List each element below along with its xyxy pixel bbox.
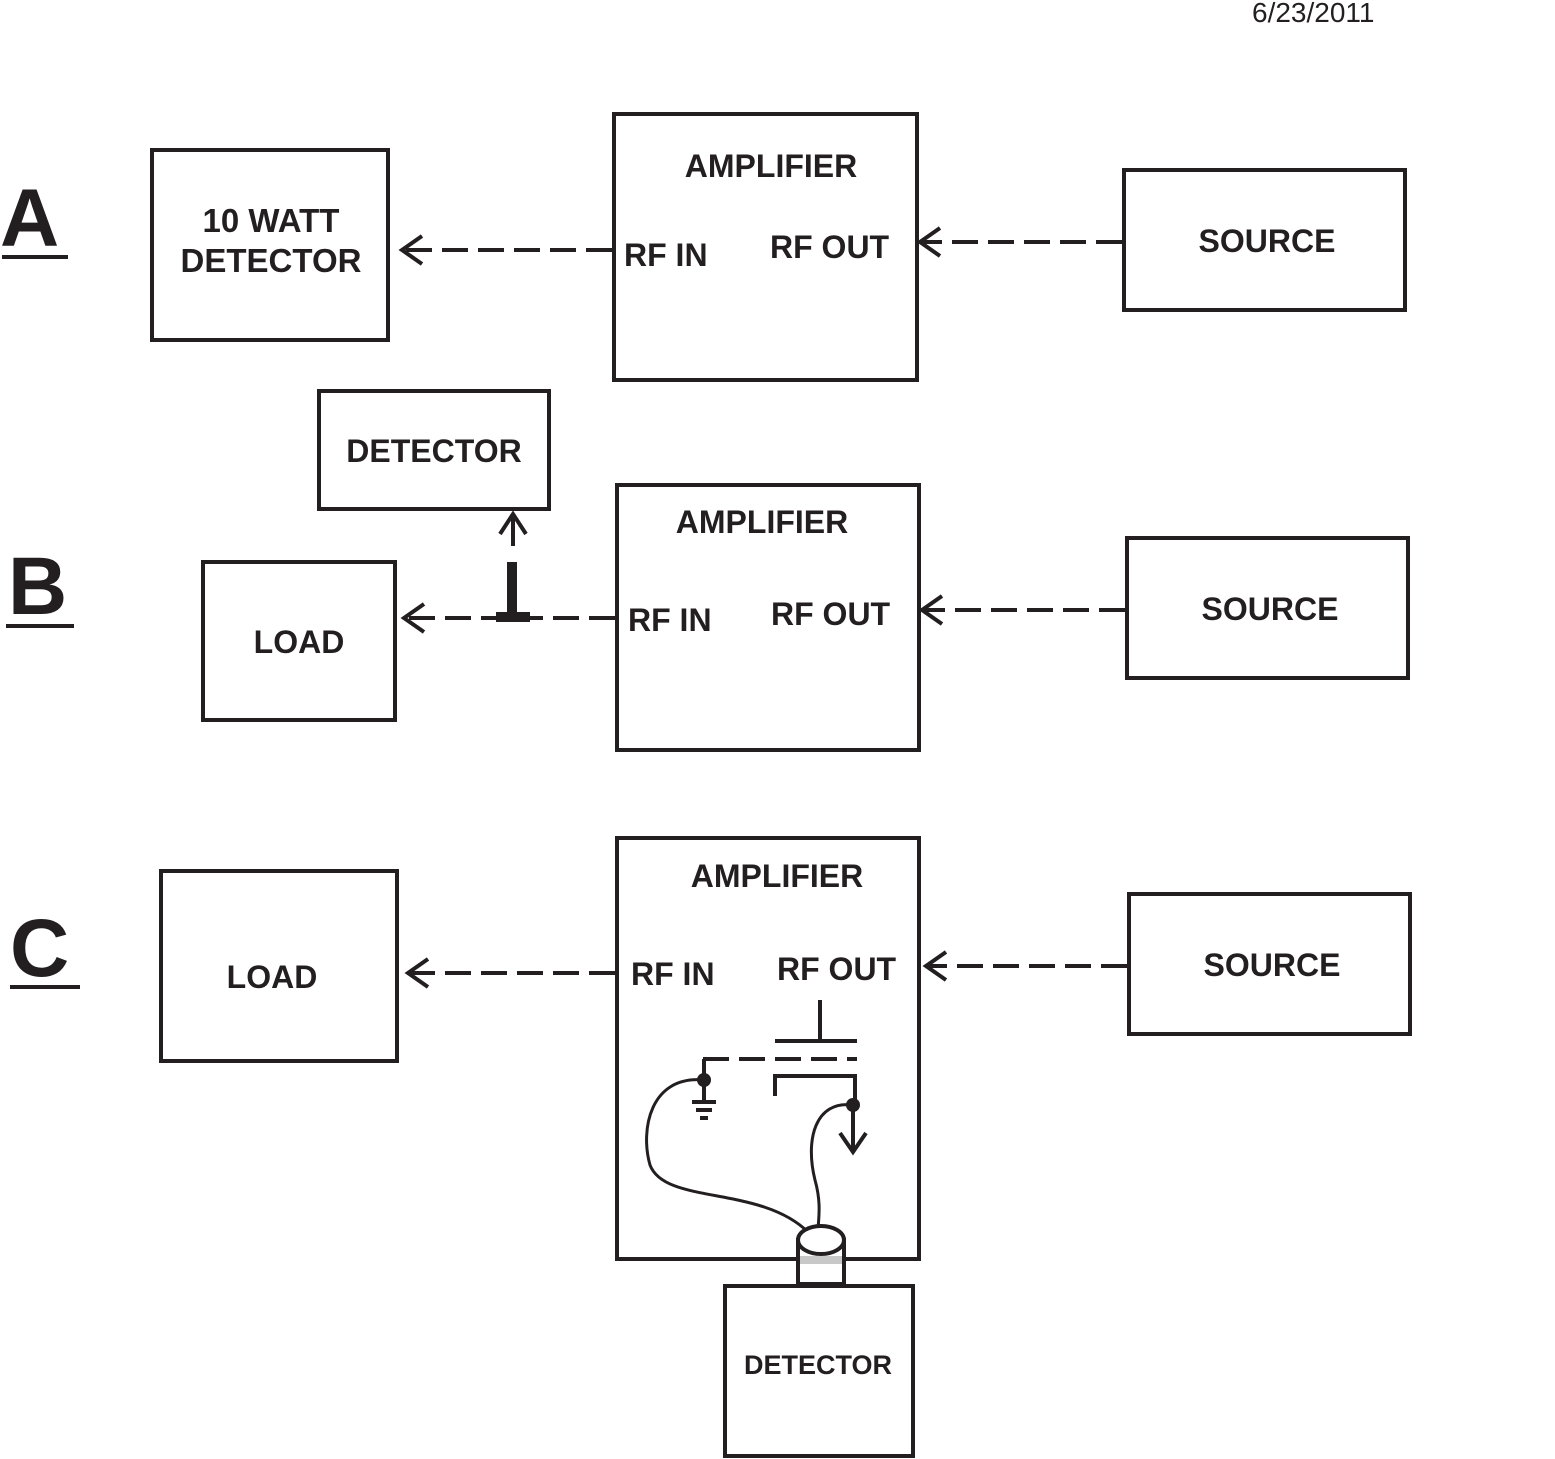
arrowhead-b-up-icon: [498, 510, 528, 536]
section-c-letter: C: [10, 903, 69, 994]
rf-out-b-label: RF OUT: [771, 596, 891, 632]
arrowhead-c-left-icon: [404, 957, 430, 989]
arrowhead-b-right-icon: [918, 594, 944, 626]
rf-out-a-label: RF OUT: [770, 229, 890, 265]
ten-watt-detector-box: [150, 148, 390, 342]
arrowhead-c-right-icon: [922, 950, 948, 982]
amplifier-b-box: [615, 483, 921, 752]
ten-watt-detector-label-line1: 10 WATT: [203, 202, 340, 239]
source-a-label: SOURCE: [1199, 223, 1336, 259]
detector-c-box: [723, 1284, 915, 1458]
coax-connector-icon: [796, 1224, 846, 1286]
probe-coupler-icon: [702, 1000, 857, 1104]
load-b-box: [201, 560, 397, 722]
amplifier-c-label: AMPLIFIER: [691, 858, 863, 894]
probe-tip-arrow-icon: [838, 1098, 868, 1156]
section-a-letter: A: [0, 173, 59, 264]
rf-in-b-label: RF IN: [628, 602, 712, 638]
amplifier-c-box: [615, 836, 921, 1261]
arrowhead-b-left-icon: [400, 602, 426, 634]
arrowhead-a-left-icon: [398, 234, 424, 266]
detector-b-box: [317, 389, 551, 511]
load-b-label: LOAD: [254, 624, 345, 660]
amplifier-a-label: AMPLIFIER: [685, 148, 857, 184]
section-a: A 10 WATT DETECTOR AMPLIFIER RF IN RF OU…: [0, 112, 1407, 382]
source-b-label: SOURCE: [1202, 591, 1339, 627]
detector-c-label: DETECTOR: [744, 1350, 892, 1380]
amplifier-a-box: [612, 112, 919, 382]
source-c-label: SOURCE: [1204, 947, 1341, 983]
probe-cable-left: [645, 1078, 810, 1234]
source-a-box: [1122, 168, 1407, 312]
load-c-box: [159, 869, 399, 1063]
section-b-letter: B: [8, 541, 67, 632]
source-b-box: [1125, 536, 1410, 680]
section-b: B DETECTOR LOAD AMPLIFIER RF IN RF OUT S…: [6, 389, 1410, 752]
arrowhead-a-right-icon: [916, 226, 942, 258]
date-label: 6/23/2011: [1252, 0, 1375, 28]
tee-coupler-base-icon: [496, 612, 530, 622]
rf-out-c-label: RF OUT: [777, 951, 897, 987]
rf-in-c-label: RF IN: [631, 956, 715, 992]
load-c-label: LOAD: [227, 959, 318, 995]
rf-in-a-label: RF IN: [624, 237, 708, 273]
probe-cable-right: [809, 1103, 854, 1233]
tee-coupler-stem-icon: [507, 562, 517, 616]
ten-watt-detector-label-line2: DETECTOR: [181, 242, 362, 279]
amplifier-b-label: AMPLIFIER: [676, 504, 848, 540]
section-c: C LOAD AMPLIFIER RF IN RF OUT SOURCE: [10, 836, 1412, 1458]
source-c-box: [1127, 892, 1412, 1036]
detector-b-label: DETECTOR: [346, 433, 521, 469]
